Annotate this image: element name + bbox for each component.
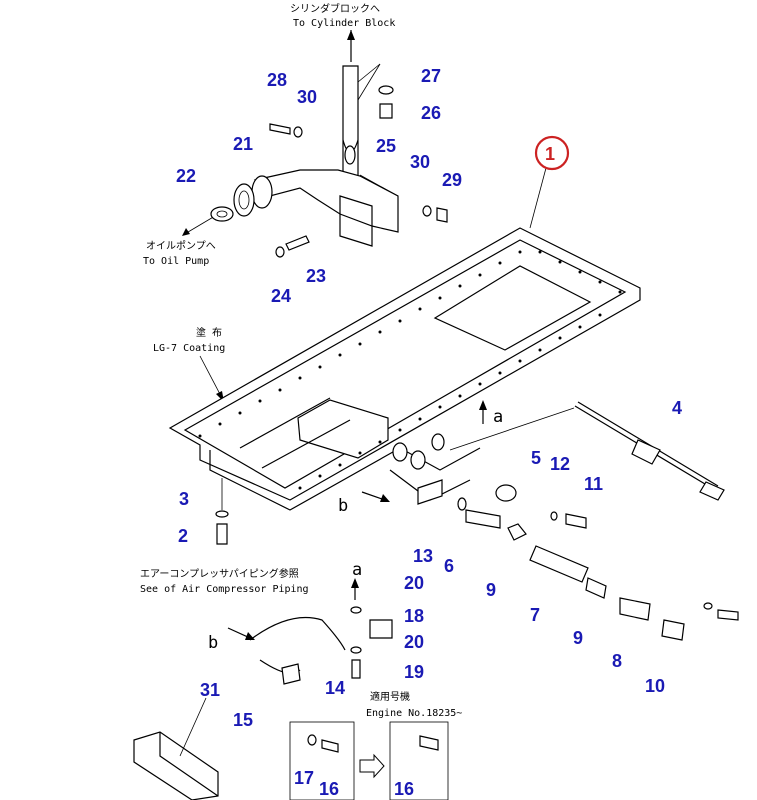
part-number-20a[interactable]: 20 [404, 573, 424, 593]
arrow-a-mid [351, 578, 359, 600]
oil-pipe-assembly [210, 63, 448, 258]
part-number-10[interactable]: 10 [645, 676, 665, 696]
drain-plug [215, 478, 229, 545]
part-number-8[interactable]: 8 [612, 651, 622, 671]
part-number-9a[interactable]: 9 [486, 580, 496, 600]
part-number-12[interactable]: 12 [550, 454, 570, 474]
oil-level-gauge [449, 401, 725, 501]
part-number-21[interactable]: 21 [233, 134, 253, 154]
part-number-30a[interactable]: 30 [297, 87, 317, 107]
part-number-16b[interactable]: 16 [394, 779, 414, 799]
note-pump-en: To Oil Pump [143, 256, 209, 267]
arrow-to-cylinder [347, 30, 355, 62]
ref-b-low: b [208, 633, 218, 653]
part-number-19[interactable]: 19 [404, 662, 424, 682]
sensor-group [249, 606, 393, 685]
note-coating-en: LG-7 Coating [153, 343, 225, 354]
part-number-29[interactable]: 29 [442, 170, 462, 190]
part-number-22[interactable]: 22 [176, 166, 196, 186]
part-number-9b[interactable]: 9 [573, 628, 583, 648]
part-number-31[interactable]: 31 [200, 680, 220, 700]
note-pump-jp: オイルポンプへ [146, 240, 216, 252]
ref-a-mid: a [352, 560, 362, 580]
arrow-b-left [361, 491, 390, 502]
part-number-11[interactable]: 11 [584, 474, 603, 494]
part-number-23[interactable]: 23 [306, 266, 326, 286]
arrow-to-pump [182, 215, 216, 236]
inset-old [289, 721, 355, 800]
inset-new [389, 721, 449, 800]
part-number-15[interactable]: 15 [233, 710, 253, 730]
highlight-ring [534, 135, 570, 171]
part-number-30b[interactable]: 30 [410, 152, 430, 172]
part-number-28[interactable]: 28 [267, 70, 287, 90]
part-number-25[interactable]: 25 [376, 136, 396, 156]
note-engine-en: Engine No.18235~ [366, 708, 462, 719]
part-number-7[interactable]: 7 [530, 605, 540, 625]
oil-pan [168, 167, 641, 511]
note-coating-jp: 塗 布 [196, 326, 222, 339]
ref-b-left: b [338, 496, 348, 516]
note-cylinder-jp: シリンダブロックへ [290, 2, 380, 15]
bracket-31 [133, 697, 219, 800]
fitting-group [457, 484, 739, 641]
part-number-24[interactable]: 24 [271, 286, 291, 306]
part-number-5[interactable]: 5 [531, 448, 541, 468]
part-number-2[interactable]: 2 [178, 526, 188, 546]
arrow-b-low [227, 627, 255, 640]
part-number-4[interactable]: 4 [672, 398, 682, 418]
part-number-18[interactable]: 18 [404, 606, 424, 626]
ref-a-top: a [493, 407, 503, 427]
arrow-a-top [479, 400, 487, 424]
arrow-coating [199, 355, 224, 402]
note-cylinder-en: To Cylinder Block [293, 18, 395, 29]
part-number-26[interactable]: 26 [421, 103, 441, 123]
part-number-20b[interactable]: 20 [404, 632, 424, 652]
note-aircomp-jp: エアーコンプレッサパイピング参照 [140, 567, 299, 580]
note-aircomp-en: See of Air Compressor Piping [140, 584, 309, 595]
part-number-14[interactable]: 14 [325, 678, 345, 698]
part-number-3[interactable]: 3 [179, 489, 189, 509]
part-number-16a[interactable]: 16 [319, 779, 339, 799]
note-engine-jp: 適用号機 [370, 690, 410, 703]
arrow-engine-change [359, 753, 385, 779]
part-number-6[interactable]: 6 [444, 556, 454, 576]
part-number-17[interactable]: 17 [294, 768, 314, 788]
part-number-27[interactable]: 27 [421, 66, 441, 86]
part-number-13[interactable]: 13 [413, 546, 433, 566]
part-number-1[interactable]: 1 [545, 144, 555, 164]
